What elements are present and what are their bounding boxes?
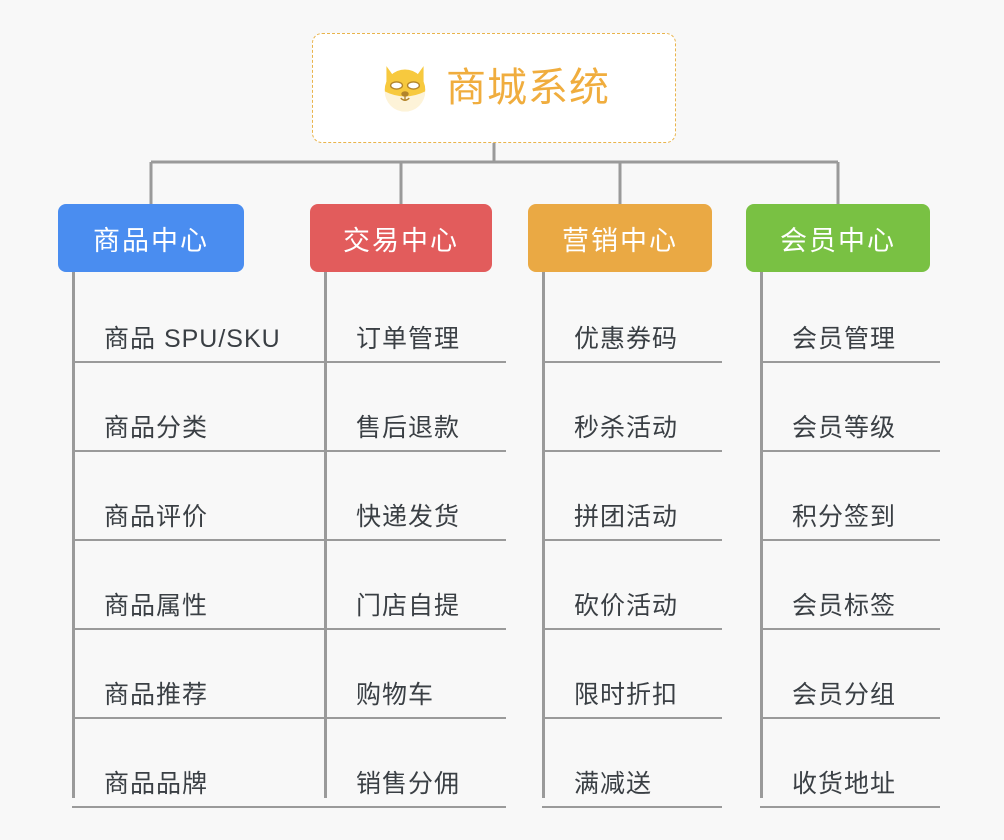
leaf-node[interactable]: 砍价活动 [528, 541, 722, 630]
leaf-node[interactable]: 会员管理 [746, 282, 940, 363]
branch-column: 商品中心商品 SPU/SKU 商品分类商品评价商品属性商品推荐商品品牌 [58, 204, 324, 808]
leaf-node[interactable]: 售后退款 [310, 363, 506, 452]
leaf-label: 会员分组 [792, 681, 897, 709]
leaf-label: 优惠券码 [574, 325, 679, 353]
branch-trunk-line [542, 272, 545, 798]
leaf-node[interactable]: 商品属性 [58, 541, 324, 630]
leaf-underline: 优惠券码 [542, 324, 722, 363]
leaf-label: 砍价活动 [574, 592, 679, 620]
branch-column: 营销中心优惠券码秒杀活动拼团活动砍价活动限时折扣满减送 [528, 204, 722, 808]
leaf-node[interactable]: 快递发货 [310, 452, 506, 541]
leaf-label: 满减送 [574, 770, 653, 798]
leaf-underline: 砍价活动 [542, 591, 722, 630]
leaf-label: 商品推荐 [104, 681, 209, 709]
leaf-underline: 门店自提 [324, 591, 506, 630]
leaf-list: 会员管理会员等级积分签到会员标签会员分组收货地址 [746, 272, 940, 808]
category-node[interactable]: 交易中心 [310, 204, 492, 272]
branch-column: 会员中心会员管理会员等级积分签到会员标签会员分组收货地址 [746, 204, 940, 808]
leaf-label: 商品分类 [104, 414, 209, 442]
leaf-label: 售后退款 [356, 414, 461, 442]
category-label: 营销中心 [562, 225, 678, 256]
connector-path [149, 143, 840, 204]
leaf-underline: 会员管理 [760, 324, 940, 363]
branch-trunk-line [760, 272, 763, 798]
leaf-underline: 会员标签 [760, 591, 940, 630]
leaf-underline: 满减送 [542, 769, 722, 808]
leaf-list: 商品 SPU/SKU 商品分类商品评价商品属性商品推荐商品品牌 [58, 272, 324, 808]
branch-column: 交易中心订单管理售后退款快递发货门店自提购物车销售分佣 [310, 204, 506, 808]
leaf-label: 秒杀活动 [574, 414, 679, 442]
category-node[interactable]: 商品中心 [58, 204, 244, 272]
leaf-label: 限时折扣 [574, 681, 679, 709]
leaf-label: 销售分佣 [356, 770, 461, 798]
leaf-label: 订单管理 [356, 325, 461, 353]
leaf-underline: 商品推荐 [72, 680, 324, 719]
leaf-node[interactable]: 商品分类 [58, 363, 324, 452]
leaf-label: 收货地址 [792, 770, 897, 798]
leaf-node[interactable]: 秒杀活动 [528, 363, 722, 452]
leaf-list: 优惠券码秒杀活动拼团活动砍价活动限时折扣满减送 [528, 272, 722, 808]
leaf-node[interactable]: 会员分组 [746, 630, 940, 719]
leaf-label: 门店自提 [356, 592, 461, 620]
category-node[interactable]: 会员中心 [746, 204, 930, 272]
leaf-label: 会员等级 [792, 414, 897, 442]
branch-trunk-line [324, 272, 327, 798]
leaf-node[interactable]: 积分签到 [746, 452, 940, 541]
leaf-underline: 商品属性 [72, 591, 324, 630]
leaf-node[interactable]: 商品推荐 [58, 630, 324, 719]
leaf-underline: 商品分类 [72, 413, 324, 452]
leaf-underline: 秒杀活动 [542, 413, 722, 452]
leaf-underline: 购物车 [324, 680, 506, 719]
leaf-node[interactable]: 会员等级 [746, 363, 940, 452]
leaf-label: 商品评价 [104, 503, 209, 531]
category-node[interactable]: 营销中心 [528, 204, 712, 272]
leaf-node[interactable]: 商品 SPU/SKU [58, 282, 324, 363]
leaf-node[interactable]: 订单管理 [310, 282, 506, 363]
leaf-underline: 商品评价 [72, 502, 324, 541]
leaf-node[interactable]: 门店自提 [310, 541, 506, 630]
leaf-node[interactable]: 优惠券码 [528, 282, 722, 363]
leaf-underline: 收货地址 [760, 769, 940, 808]
leaf-underline: 商品品牌 [72, 769, 324, 808]
leaf-underline: 拼团活动 [542, 502, 722, 541]
leaf-underline: 会员等级 [760, 413, 940, 452]
leaf-label: 商品品牌 [104, 770, 209, 798]
shiba-dog-face-icon [384, 66, 426, 112]
leaf-node[interactable]: 销售分佣 [310, 719, 506, 808]
branch-trunk-line [72, 272, 75, 798]
leaf-underline: 快递发货 [324, 502, 506, 541]
leaf-label: 商品属性 [104, 592, 209, 620]
leaf-node[interactable]: 收货地址 [746, 719, 940, 808]
leaf-node[interactable]: 商品品牌 [58, 719, 324, 808]
leaf-underline: 售后退款 [324, 413, 506, 452]
leaf-node[interactable]: 商品评价 [58, 452, 324, 541]
leaf-node[interactable]: 满减送 [528, 719, 722, 808]
leaf-label: 拼团活动 [574, 503, 679, 531]
leaf-label: 会员管理 [792, 325, 897, 353]
leaf-underline: 商品 SPU/SKU [72, 324, 324, 363]
leaf-label: 商品 SPU/SKU [104, 325, 281, 353]
leaf-underline: 限时折扣 [542, 680, 722, 719]
leaf-underline: 积分签到 [760, 502, 940, 541]
leaf-label: 购物车 [356, 681, 435, 709]
leaf-label: 快递发货 [356, 503, 461, 531]
leaf-list: 订单管理售后退款快递发货门店自提购物车销售分佣 [310, 272, 506, 808]
leaf-underline: 会员分组 [760, 680, 940, 719]
category-label: 会员中心 [780, 225, 896, 256]
leaf-node[interactable]: 会员标签 [746, 541, 940, 630]
leaf-node[interactable]: 拼团活动 [528, 452, 722, 541]
leaf-underline: 销售分佣 [324, 769, 506, 808]
category-label: 商品中心 [93, 225, 209, 256]
root-node[interactable]: 商城系统 [312, 33, 676, 143]
leaf-label: 会员标签 [792, 592, 897, 620]
leaf-label: 积分签到 [792, 503, 897, 531]
leaf-node[interactable]: 限时折扣 [528, 630, 722, 719]
category-label: 交易中心 [343, 225, 459, 256]
leaf-underline: 订单管理 [324, 324, 506, 363]
leaf-node[interactable]: 购物车 [310, 630, 506, 719]
root-title: 商城系统 [446, 66, 610, 110]
